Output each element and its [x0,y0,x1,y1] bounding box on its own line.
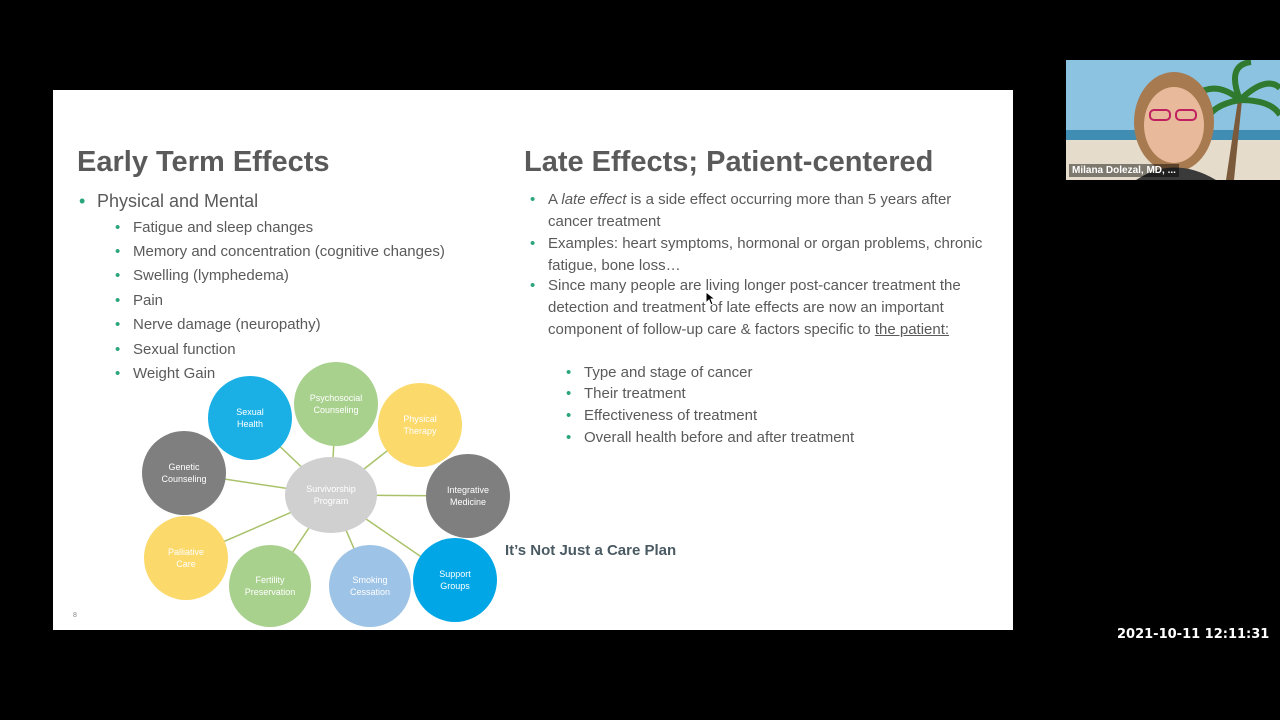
care-plan-caption: It’s Not Just a Care Plan [505,542,677,559]
fertility-preservation-label: Fertility [256,575,285,585]
genetic-counseling-label: Counseling [161,474,206,484]
sub-bullet: Weight Gain [115,365,215,382]
follow-up-bullet: Since many people are living longer post… [530,275,993,341]
integrative-medicine-node [426,454,510,538]
palliative-care-label: Care [176,559,196,569]
mouse-cursor-icon [706,292,716,306]
psychosocial-counseling-label: Psychosocial [310,393,363,403]
definition-pre: A [548,191,562,208]
sexual-health-label: Health [237,419,263,429]
late-effect-definition: A late effect is a side effect occurring… [530,189,993,233]
smoking-cessation-node [329,545,411,627]
survivorship-program-label: Program [314,496,349,506]
smoking-cessation-label: Cessation [350,587,390,597]
support-groups-node [413,538,497,622]
participant-video-tile[interactable]: Milana Dolezal, MD, ... [1066,60,1280,180]
main-bullet: Physical and Mental [79,191,258,212]
sub-bullet: Sexual function [115,341,236,358]
presentation-slide: Early Term Effects Physical and Mental F… [53,90,1013,630]
sub-bullet: Swelling (lymphedema) [115,267,289,284]
definition-post: is a side effect occurring more than 5 y… [548,191,952,230]
fertility-preservation-label: Preservation [245,587,296,597]
survivorship-program-label: Survivorship [306,484,356,494]
support-groups-label: Groups [440,581,470,591]
genetic-counseling-label: Genetic [168,462,200,472]
sexual-health-label: Sexual [236,407,264,417]
sub-bullet: Fatigue and sleep changes [115,219,313,236]
physical-therapy-label: Therapy [403,426,437,436]
physical-therapy-label: Physical [403,414,437,424]
follow-up-text: Since many people are living longer post… [548,277,961,338]
factor-bullet: Type and stage of cancer [566,364,753,381]
the-patient-label: the patient: [874,321,950,338]
factor-bullet: Effectiveness of treatment [566,407,757,424]
participant-video [1066,60,1280,180]
palliative-care-node [144,516,228,600]
participant-name: Milana Dolezal, MD, ... [1069,164,1179,177]
survivorship-program-node [285,457,377,533]
recording-timestamp: 2021-10-11 12:11:31 [1117,627,1270,642]
factor-bullet: Overall health before and after treatmen… [566,429,854,446]
page-number: 8 [73,612,77,619]
factor-bullet: Their treatment [566,385,686,402]
late-effects-title: Late Effects; Patient-centered [524,146,934,178]
psychosocial-counseling-node [294,362,378,446]
palliative-care-label: Palliative [168,547,204,557]
genetic-counseling-node [142,431,226,515]
late-effect-term: late effect [561,191,627,208]
psychosocial-counseling-label: Counseling [313,405,358,415]
integrative-medicine-label: Medicine [450,497,486,507]
physical-therapy-node [378,383,462,467]
integrative-medicine-label: Integrative [447,485,489,495]
fertility-preservation-node [229,545,311,627]
support-groups-label: Support [439,569,471,579]
sexual-health-node [208,376,292,460]
sub-bullet: Pain [115,292,163,309]
examples-bullet: Examples: heart symptoms, hormonal or or… [530,233,993,277]
smoking-cessation-label: Smoking [352,575,387,585]
early-effects-title: Early Term Effects [77,146,330,178]
sub-bullet: Memory and concentration (cognitive chan… [115,243,445,260]
sub-bullet: Nerve damage (neuropathy) [115,316,321,333]
